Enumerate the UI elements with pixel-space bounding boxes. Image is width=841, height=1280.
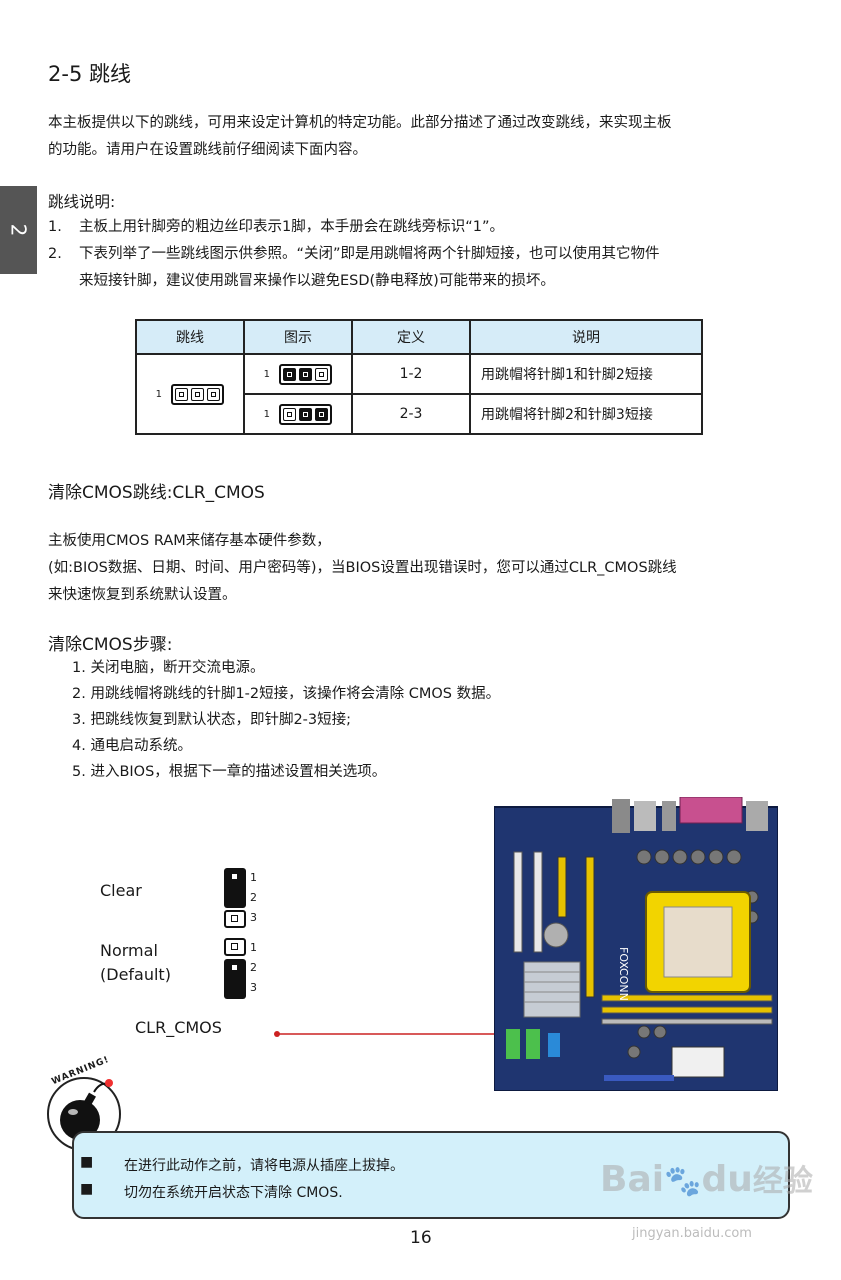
col-header: 定义 [351,319,471,355]
clr-cmos-heading: 清除CMOS跳线:CLR_CMOS [48,483,265,503]
watermark-logo: Bai🐾du经验 [600,1159,813,1200]
bullet-icon: ■ [80,1181,94,1197]
clr-cmos-label: CLR_CMOS [135,1018,222,1037]
jumper-desc-list: 1.主板上用针脚旁的粗边丝印表示1脚，本手册会在跳线旁标识“1”。 2.下表列举… [48,214,660,295]
jumper-3pin-icon [171,383,225,405]
paw-icon: 🐾 [664,1164,702,1199]
steps-list: 1. 关闭电脑，断开交流电源。 2. 用跳线帽将跳线的针脚1-2短接，该操作将会… [72,655,500,785]
intro-line: 的功能。请用户在设置跳线前仔细阅读下面内容。 [48,142,367,158]
jumper-desc-heading: 跳线说明: [48,193,116,211]
jumper-1-2-closed-icon [279,363,333,385]
motherboard-image: FOXCONN [494,797,778,1091]
section-title: 2-5 跳线 [48,62,131,86]
normal-label: Normal [100,941,158,960]
intro-paragraph: 本主板提供以下的跳线，可用来设定计算机的特定功能。此部分描述了通过改变跳线，来实… [48,110,672,164]
description-cell: 用跳帽将针脚1和针脚2短接 [469,353,703,395]
jumper-table: 跳线 图示 定义 说明 1 1 1-2 用跳帽将针脚1和针脚2短接 1 2-3 [135,319,703,435]
desc-line: 主板使用CMOS RAM来储存基本硬件参数， [48,533,331,549]
desc-line: (如:BIOS数据、日期、时间、用户密码等)，当BIOS设置出现错误时，您可以通… [48,560,677,576]
intro-line: 本主板提供以下的跳线，可用来设定计算机的特定功能。此部分描述了通过改变跳线，来实… [48,115,672,131]
chapter-tab: 2 [0,186,37,274]
jumper-cell: 1 [135,353,245,435]
desc-line: 来快速恢复到系统默认设置。 [48,587,237,603]
table-header-row: 跳线 图示 定义 说明 [135,319,703,355]
definition-cell: 1-2 [351,353,471,395]
clr-cmos-description: 主板使用CMOS RAM来储存基本硬件参数， (如:BIOS数据、日期、时间、用… [48,528,677,609]
warning-box [72,1131,790,1219]
list-item: 5. 进入BIOS，根据下一章的描述设置相关选项。 [72,764,387,780]
default-label: (Default) [100,965,171,984]
table-row: 1 1 1-2 用跳帽将针脚1和针脚2短接 [135,353,703,435]
col-header: 跳线 [135,319,245,355]
clear-label: Clear [100,881,142,900]
list-item: 4. 通电启动系统。 [72,738,192,754]
jumper-2-3-closed-icon [279,403,333,425]
diagram-cell: 1 [243,393,353,435]
warning-item: 在进行此动作之前，请将电源从插座上拔掉。 [124,1158,404,1174]
list-item: 1.主板上用针脚旁的粗边丝印表示1脚，本手册会在跳线旁标识“1”。 [48,219,504,235]
diagram-cell: 1 [243,353,353,395]
col-header: 说明 [469,319,703,355]
bullet-icon: ■ [80,1154,94,1170]
definition-cell: 2-3 [351,393,471,435]
table-row: 1 2-3 用跳帽将针脚2和针脚3短接 [136,393,703,435]
watermark-url: jingyan.baidu.com [632,1226,752,1241]
list-item: 1. 关闭电脑，断开交流电源。 [72,660,265,676]
list-item: 2.下表列举了一些跳线图示供参照。“关闭”即是用跳帽将两个针脚短接，也可以使用其… [48,246,660,262]
list-item: 3. 把跳线恢复到默认状态，即针脚2-3短接; [72,712,352,728]
list-item-continuation: 来短接针脚，建议使用跳冒来操作以避免ESD(静电释放)可能带来的损坏。 [79,273,555,289]
steps-heading: 清除CMOS步骤: [48,635,173,655]
list-item: 2. 用跳线帽将跳线的针脚1-2短接，该操作将会清除 CMOS 数据。 [72,686,501,702]
page-number: 16 [410,1228,432,1248]
leader-line [274,962,502,1037]
col-header: 图示 [243,319,353,355]
description-cell: 用跳帽将针脚2和针脚3短接 [469,393,703,435]
warning-item: 切勿在系统开启状态下清除 CMOS. [124,1185,343,1201]
svg-text:FOXCONN: FOXCONN [617,947,630,1001]
